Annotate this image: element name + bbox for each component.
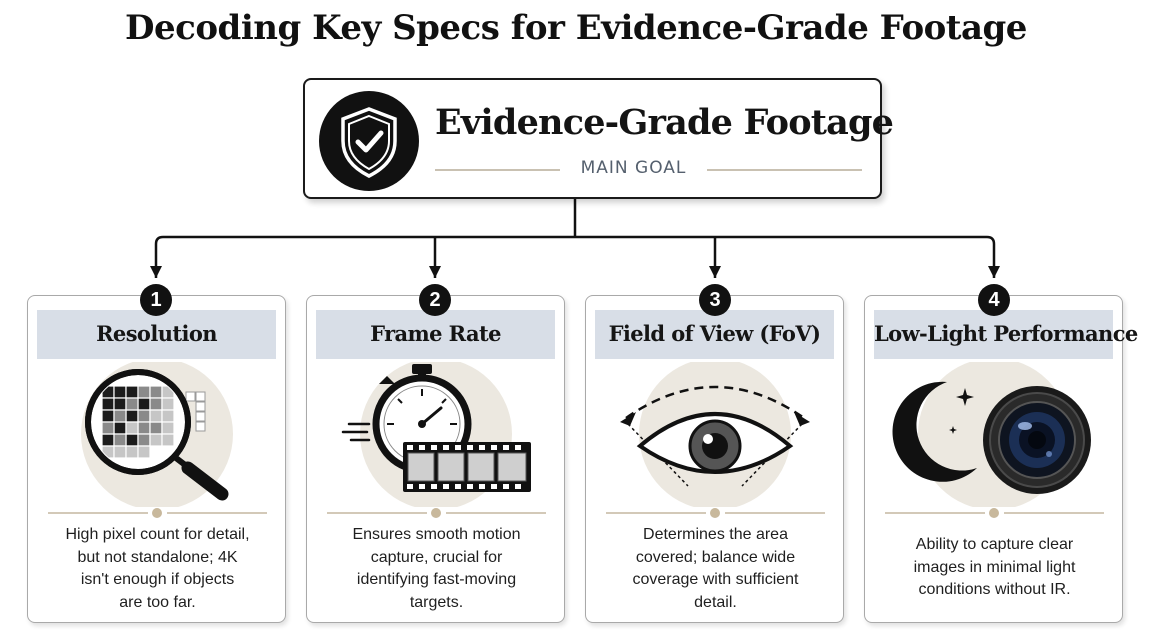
card-title: Frame Rate xyxy=(370,321,501,346)
step-number-badge: 2 xyxy=(419,284,451,316)
card-header: Frame Rate xyxy=(316,310,555,359)
card-header: Field of View (FoV) xyxy=(595,310,834,359)
moon-camera-lens-icon xyxy=(892,362,1091,507)
card-title: Low-Light Performance xyxy=(874,321,1138,346)
card-header: Resolution xyxy=(37,310,276,359)
eye-wide-angle-icon xyxy=(620,362,810,507)
card-description: Ensures smooth motion capture, crucial f… xyxy=(352,526,521,611)
divider xyxy=(606,512,706,514)
divider xyxy=(885,512,985,514)
arrow-down-icon xyxy=(709,266,721,278)
goal-label: MAIN GOAL xyxy=(580,158,687,178)
divider-dot xyxy=(152,508,162,518)
main-goal-box: Evidence-Grade Footage MAIN GOAL xyxy=(303,78,894,199)
divider xyxy=(327,512,427,514)
page-title: Decoding Key Specs for Evidence-Grade Fo… xyxy=(125,8,1027,48)
magnifier-pixel-grid-icon xyxy=(81,362,233,507)
step-number-badge: 4 xyxy=(978,284,1010,316)
arrow-down-icon xyxy=(429,266,441,278)
card-description: Determines the area covered; balance wid… xyxy=(632,526,799,611)
divider xyxy=(48,512,148,514)
spec-card-low-light: Low-Light Performance Ability to capture… xyxy=(864,295,1138,623)
card-title: Resolution xyxy=(96,321,217,346)
spec-card-frame-rate: Frame Rate xyxy=(306,295,565,623)
spec-card-field-of-view: Field of View (FoV) Determines the area … xyxy=(585,295,844,623)
step-number-badge: 3 xyxy=(699,284,731,316)
card-description: Ability to capture clear images in minim… xyxy=(913,536,1076,598)
shield-check-icon xyxy=(319,91,419,191)
divider xyxy=(435,169,560,171)
spec-card-resolution: Resolution xyxy=(27,295,286,623)
goal-title: Evidence-Grade Footage xyxy=(435,102,894,143)
card-header: Low-Light Performance xyxy=(874,310,1138,359)
divider xyxy=(446,512,546,514)
branch-line xyxy=(154,235,996,278)
divider xyxy=(725,512,825,514)
divider xyxy=(707,169,862,171)
divider-dot xyxy=(710,508,720,518)
stopwatch-film-strip-icon xyxy=(341,362,531,507)
arrow-down-icon xyxy=(988,266,1000,278)
card-description: High pixel count for detail, but not sta… xyxy=(65,526,250,611)
step-number-badge: 1 xyxy=(140,284,172,316)
divider xyxy=(167,512,267,514)
divider xyxy=(1004,512,1104,514)
card-title: Field of View (FoV) xyxy=(608,321,821,346)
arrow-down-icon xyxy=(150,266,162,278)
divider-dot xyxy=(431,508,441,518)
divider-dot xyxy=(989,508,999,518)
